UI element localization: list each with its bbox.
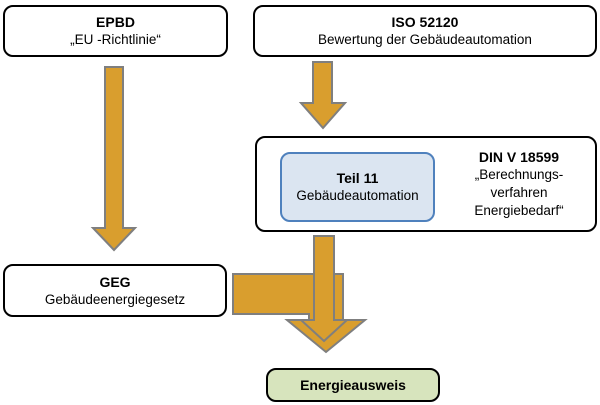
din-title: DIN V 18599 <box>478 149 560 165</box>
din-subtitle-line-3: Energiebedarf“ <box>474 203 564 218</box>
box-energieausweis: Energieausweis <box>266 368 440 402</box>
iso-title: ISO 52120 <box>391 14 459 30</box>
arrow-iso-to-din <box>298 61 348 130</box>
energieausweis-title: Energieausweis <box>300 376 406 393</box>
arrow-geg-to-energieausweis <box>232 273 368 354</box>
din-subtitle-line-2: verfahren <box>490 185 548 200</box>
din-text-block: DIN V 18599 „Berechnungs- verfahren Ener… <box>445 148 593 220</box>
box-iso-52120: ISO 52120 Bewertung der Gebäudeautomatio… <box>253 5 597 57</box>
arrow-epbd-to-geg <box>90 66 138 252</box>
arrow-din-to-energieausweis <box>298 235 350 343</box>
iso-subtitle: Bewertung der Gebäudeautomation <box>318 32 532 47</box>
box-geg: GEG Gebäudeenergiegesetz <box>3 264 227 317</box>
box-teil-11: Teil 11 Gebäudeautomation <box>280 152 435 222</box>
din-subtitle-line-1: „Berechnungs- <box>474 167 564 182</box>
geg-subtitle: Gebäudeenergiegesetz <box>44 291 186 307</box>
epbd-title: EPBD <box>96 14 135 30</box>
geg-title: GEG <box>99 273 131 290</box>
epbd-subtitle: „EU -Richtlinie“ <box>70 32 161 47</box>
teil11-title: Teil 11 <box>336 170 379 186</box>
box-epbd: EPBD „EU -Richtlinie“ <box>3 5 228 57</box>
teil11-subtitle: Gebäudeautomation <box>296 188 419 203</box>
